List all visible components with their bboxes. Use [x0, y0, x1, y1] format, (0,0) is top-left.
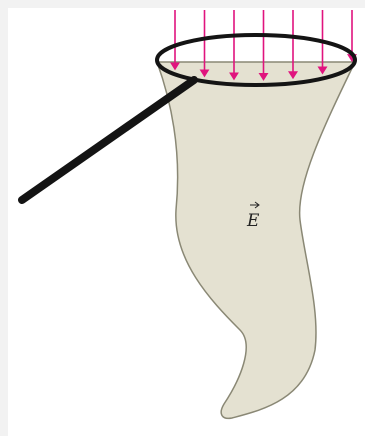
net-handle: [22, 80, 194, 200]
net-bag: [157, 62, 355, 418]
field-label-text: E: [246, 211, 260, 231]
